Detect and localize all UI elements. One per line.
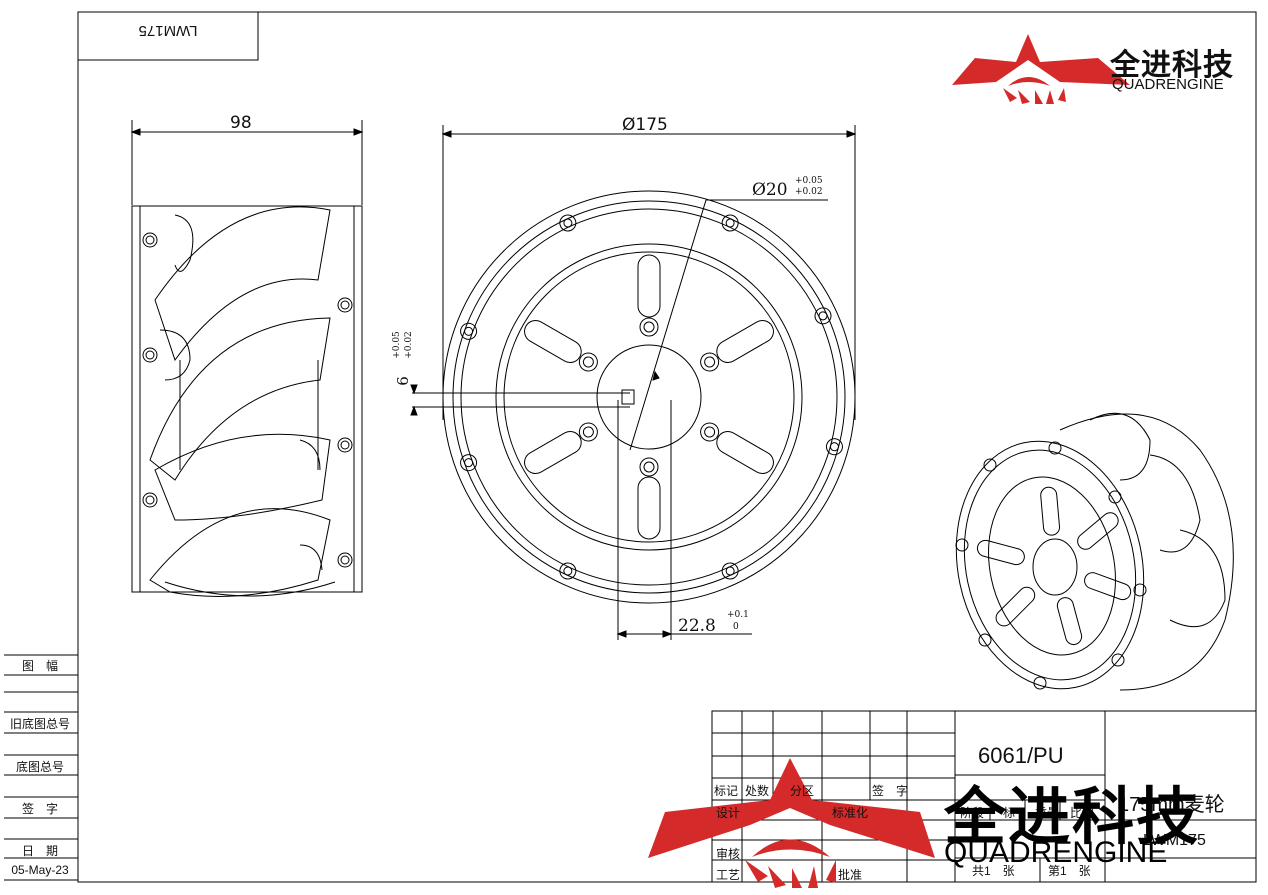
tb-label-design: 设计 [716,806,741,820]
side-date-value: 05-May-23 [11,863,69,877]
front-view [410,125,857,640]
isometric-view [955,412,1234,691]
dim-bore-tol-lower: +0.02 [795,187,823,197]
tb-label-review: 审核 [716,847,741,861]
tb-label-approve: 批准 [838,868,863,882]
tb-label-stage: 阶段 [960,806,985,820]
company-name-cn-top: 全进科技 [1110,49,1234,82]
company-name-en-watermark: QUADRENGINE [944,836,1168,869]
logo-emblem-bottom [648,758,935,888]
side-label-signature: 签 字 [21,802,58,816]
tb-material: 6061/PU [978,743,1064,768]
tb-label-sign: 签 字 [872,784,909,798]
side-view [130,120,364,597]
tb-label-zone: 分区 [790,784,815,798]
side-label-old-base-number: 旧底图总号 [9,717,70,731]
tb-sheet-number: 第1 张 [1048,864,1091,878]
dim-width: 98 [230,113,252,133]
tb-label-mark: 标记 [714,784,739,798]
tb-label-process: 工艺 [716,868,741,882]
side-label-base-number: 底图总号 [15,760,64,774]
drawing-code: LWM175 [138,22,198,39]
company-name-en-top: QUADRENGINE [1112,76,1224,93]
tb-part-name: 175mm麦轮 [1118,794,1225,816]
dim-depth-tol-upper: +0.1 [727,610,749,620]
tb-label-stage-mark: 标 [1003,806,1016,820]
code-box [77,11,259,61]
side-panel-grid [4,654,78,881]
logo-emblem-top [952,34,1130,104]
dim-outer-diameter: Ø175 [622,115,668,135]
company-name-cn-watermark: 全进科技 [944,783,1201,852]
dim-key-width: 6 [393,376,412,386]
tb-part-code: LWM175 [1143,832,1206,849]
dim-key-tol-upper: +0.05 [391,331,402,359]
tb-label-standard: 标准化 [832,806,869,820]
tb-label-count: 处数 [745,784,770,798]
dim-key-tol-lower: +0.02 [403,331,414,359]
dim-bore-diameter: Ø20 [752,180,788,200]
tb-label-scale: 比例 [1070,806,1095,820]
dim-depth-tol-lower: 0 [733,622,739,632]
dim-bore-tol-upper: +0.05 [795,176,823,186]
drawing-frame [77,11,1257,883]
dim-key-depth: 22.8 [678,616,716,636]
tb-total-sheets: 共1 张 [972,864,1015,878]
tb-label-weight: 重量 [1035,806,1060,820]
side-label-date: 日 期 [21,844,58,858]
side-label-format: 图 幅 [21,659,58,673]
